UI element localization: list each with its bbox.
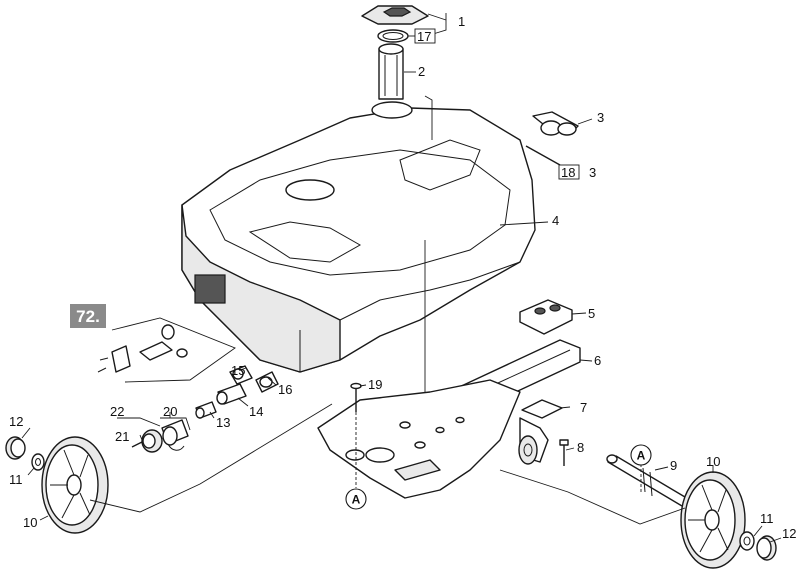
- hose-fitting-14-part: [216, 383, 247, 405]
- callout-4: 4: [552, 213, 559, 228]
- callout-21: 21: [115, 429, 129, 444]
- filter-cylinder-part: [378, 43, 404, 100]
- hose-fitting-15-part: [229, 365, 253, 385]
- callout-1: 1: [458, 14, 465, 29]
- main-housing-part: [181, 101, 536, 400]
- callout-3a: 3: [597, 110, 604, 125]
- callout-7: 7: [580, 400, 587, 415]
- callout-3b: 3: [589, 165, 596, 180]
- callout-19: 19: [368, 377, 382, 392]
- callout-18: 18: [561, 165, 575, 180]
- right-hub-cap-part: [756, 535, 777, 561]
- datum-marker-axle: A: [630, 444, 652, 466]
- callout-15: 15: [231, 363, 245, 378]
- datum-marker-plate: A: [345, 488, 367, 510]
- pump-22-part: [131, 441, 143, 448]
- callout-11-left: 11: [9, 472, 23, 487]
- left-hub-part: [5, 436, 26, 460]
- mount-block-part: [519, 299, 573, 335]
- callout-16: 16: [278, 382, 292, 397]
- cap-part: [361, 5, 429, 25]
- left-wheel-part: [41, 436, 109, 534]
- callout-5: 5: [588, 306, 595, 321]
- castor-wheel-part: [518, 399, 563, 465]
- callout-22: 22: [110, 404, 124, 419]
- callout-box-18: [558, 164, 580, 180]
- right-washer-part: [739, 531, 755, 551]
- right-wheel-part: [680, 471, 746, 569]
- svg-text:A: A: [352, 493, 361, 507]
- svg-text:72.: 72.: [76, 307, 100, 326]
- clip-part: [532, 111, 579, 136]
- hose-fitting-16-part: [255, 371, 279, 393]
- base-plate-part: [317, 379, 521, 499]
- callout-2: 2: [418, 64, 425, 79]
- callout-9: 9: [670, 458, 677, 473]
- callout-12-right: 12: [782, 526, 796, 541]
- pump-20-part: [161, 419, 189, 451]
- callout-labels: 1 17 2 3 18 3 4 5 6 7 8 9 10 11 12 15 16…: [9, 14, 796, 541]
- bolt-part: [559, 439, 569, 466]
- hose-fitting-13-part: [195, 401, 217, 419]
- svg-text:A: A: [637, 449, 646, 463]
- callout-6: 6: [594, 353, 601, 368]
- seal-ring-part: [377, 29, 409, 43]
- callout-12-left: 12: [9, 414, 23, 429]
- callout-17: 17: [417, 29, 431, 44]
- reference-assembly-parts: [97, 324, 188, 373]
- axle-part: [606, 454, 691, 507]
- callout-10-left: 10: [23, 515, 37, 530]
- pump-21-part: [141, 429, 163, 453]
- callout-14: 14: [249, 404, 263, 419]
- wire-part: [525, 145, 561, 166]
- callout-13: 13: [216, 415, 230, 430]
- left-washer-part: [31, 453, 45, 471]
- callout-20: 20: [163, 404, 177, 419]
- callout-10-right: 10: [706, 454, 720, 469]
- callout-11-right: 11: [760, 511, 774, 526]
- callout-8: 8: [577, 440, 584, 455]
- callout-box-17: [414, 28, 436, 44]
- reference-badge: 72.: [70, 304, 106, 328]
